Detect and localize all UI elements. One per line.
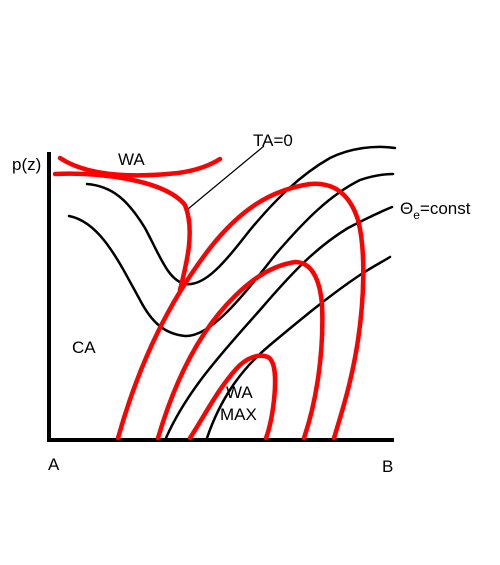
warm-anomaly-contours [52,155,366,441]
theta-symbol: Θ [400,199,413,218]
warm-anomaly-inner-label: WA [226,383,253,402]
theta-e-isoline-3 [164,205,394,440]
theta-e-isoline-2 [67,172,395,338]
theta-e-isolines [67,145,397,440]
warm-anomaly-inner-contour [187,353,278,441]
ta-zero-label: TA=0 [253,131,293,150]
warm-anomaly-top-label: WA [118,150,145,169]
ta-zero-leader-line [187,145,265,210]
origin-label: A [48,455,60,474]
theta-e-isoline-4 [205,255,392,440]
warm-anomaly-middle-contour [155,259,325,441]
theta-e-const-label: Θe=const [400,199,471,222]
warm-anomaly-top-curve [57,155,223,178]
y-axis-label: p(z) [12,155,41,174]
max-label: MAX [220,405,257,424]
theta-e-isoline-1 [85,145,397,286]
warm-anomaly-outer-contour [115,181,366,441]
theta-const-text: =const [420,199,471,218]
x-end-label: B [382,457,393,476]
theta-subscript: e [413,208,420,222]
cold-anomaly-label: CA [72,338,96,357]
ta-zero-contour [52,171,192,293]
